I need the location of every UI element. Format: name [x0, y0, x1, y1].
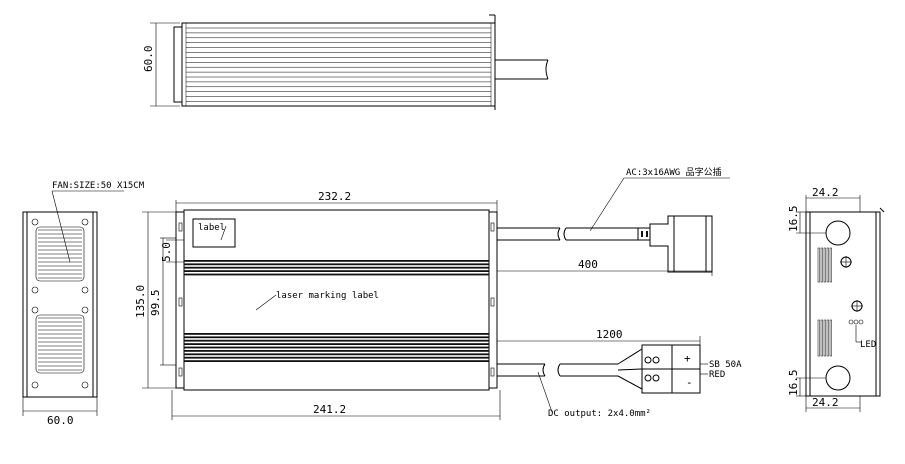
end-bottom-width-dimension: 24.2: [812, 396, 839, 409]
heatsink-bar: [184, 356, 489, 359]
total-height-dimension: 135.0: [134, 285, 147, 318]
vent-slot: [823, 247, 826, 283]
heatsink-bar: [184, 336, 489, 339]
heatsink-bar: [184, 343, 489, 345]
side-view: 60.0: [142, 14, 549, 110]
end-vent-slots: [817, 247, 832, 357]
fan-grille: [31, 218, 89, 389]
fan-label: FAN:SIZE:50 X15CM: [52, 181, 145, 191]
front-view: label laser marking label 232.2 241.2 13…: [134, 190, 501, 420]
heatsink-bar: [184, 333, 489, 335]
dc-cable: + - SB 50A RED 1200 DC output: 2x4.0mm²: [497, 328, 742, 419]
side-fins: [185, 23, 492, 106]
vent-slot: [823, 319, 826, 357]
fan-screw-hole: [81, 306, 89, 314]
fan-width-dimension: 60.0: [47, 414, 74, 427]
fan-screw-hole: [81, 286, 89, 294]
inner-height-dimension: 99.5: [149, 290, 162, 317]
fan-screw-hole: [81, 218, 89, 226]
vent-slot: [829, 319, 832, 357]
grille-frame: [35, 226, 85, 282]
dc-output-label: DC output: 2x4.0mm²: [548, 409, 651, 419]
vent-slot: [817, 319, 820, 357]
ac-cable-label: AC:3x16AWG 品字公插: [626, 166, 722, 178]
end-top-width-dimension: 24.2: [812, 186, 839, 199]
heatsink-bar: [184, 260, 489, 262]
vent-slot: [826, 247, 829, 283]
fan-screw-hole: [31, 381, 39, 389]
end-view: LED 24.2 24.2 16.5 16.5: [787, 186, 885, 412]
heatsink-bar: [184, 266, 489, 269]
bottom-width-dimension: 241.2: [313, 403, 346, 416]
heatsink-bar: [184, 353, 489, 356]
label-box-text: label: [198, 223, 225, 233]
dc-length-dimension: 1200: [596, 328, 623, 341]
vent-slot: [826, 319, 829, 357]
fan-screw-hole: [31, 218, 39, 226]
side-height-dimension: 60.0: [142, 46, 155, 73]
heatsink-bar: [184, 270, 489, 272]
vent-slot: [820, 247, 823, 283]
fan-screw-hole: [31, 306, 39, 314]
end-top-offset-dimension: 16.5: [787, 206, 800, 233]
heatsink-bar: [184, 346, 489, 349]
ac-cable: AC:3x16AWG 品字公插 400: [497, 166, 730, 276]
vent-slot: [829, 247, 832, 283]
negative-terminal: -: [686, 376, 693, 389]
label-offset-dimension: 5.0: [160, 242, 173, 262]
heatsink-bars: [184, 260, 489, 362]
heatsink-bar: [184, 360, 489, 362]
laser-marking-label: laser marking label: [276, 291, 379, 301]
red-wire-label: RED: [709, 370, 725, 380]
fan-screw-hole: [31, 286, 39, 294]
heatsink-bar: [184, 350, 489, 352]
fan-screw-hole: [81, 381, 89, 389]
heatsink-bar: [184, 339, 489, 342]
positive-terminal: +: [684, 352, 691, 365]
fan-view: 60.0 FAN:SIZE:50 X15CM: [22, 181, 145, 427]
vent-slot: [820, 319, 823, 357]
led-label: LED: [860, 340, 876, 350]
vent-slot: [817, 247, 820, 283]
ac-length-dimension: 400: [578, 258, 598, 271]
heatsink-bar: [184, 273, 489, 276]
heatsink-bar: [184, 263, 489, 266]
grille-frame: [35, 314, 85, 374]
top-width-dimension: 232.2: [318, 190, 351, 203]
end-bottom-offset-dimension: 16.5: [787, 370, 800, 397]
connector-rating-label: SB 50A: [709, 360, 742, 370]
